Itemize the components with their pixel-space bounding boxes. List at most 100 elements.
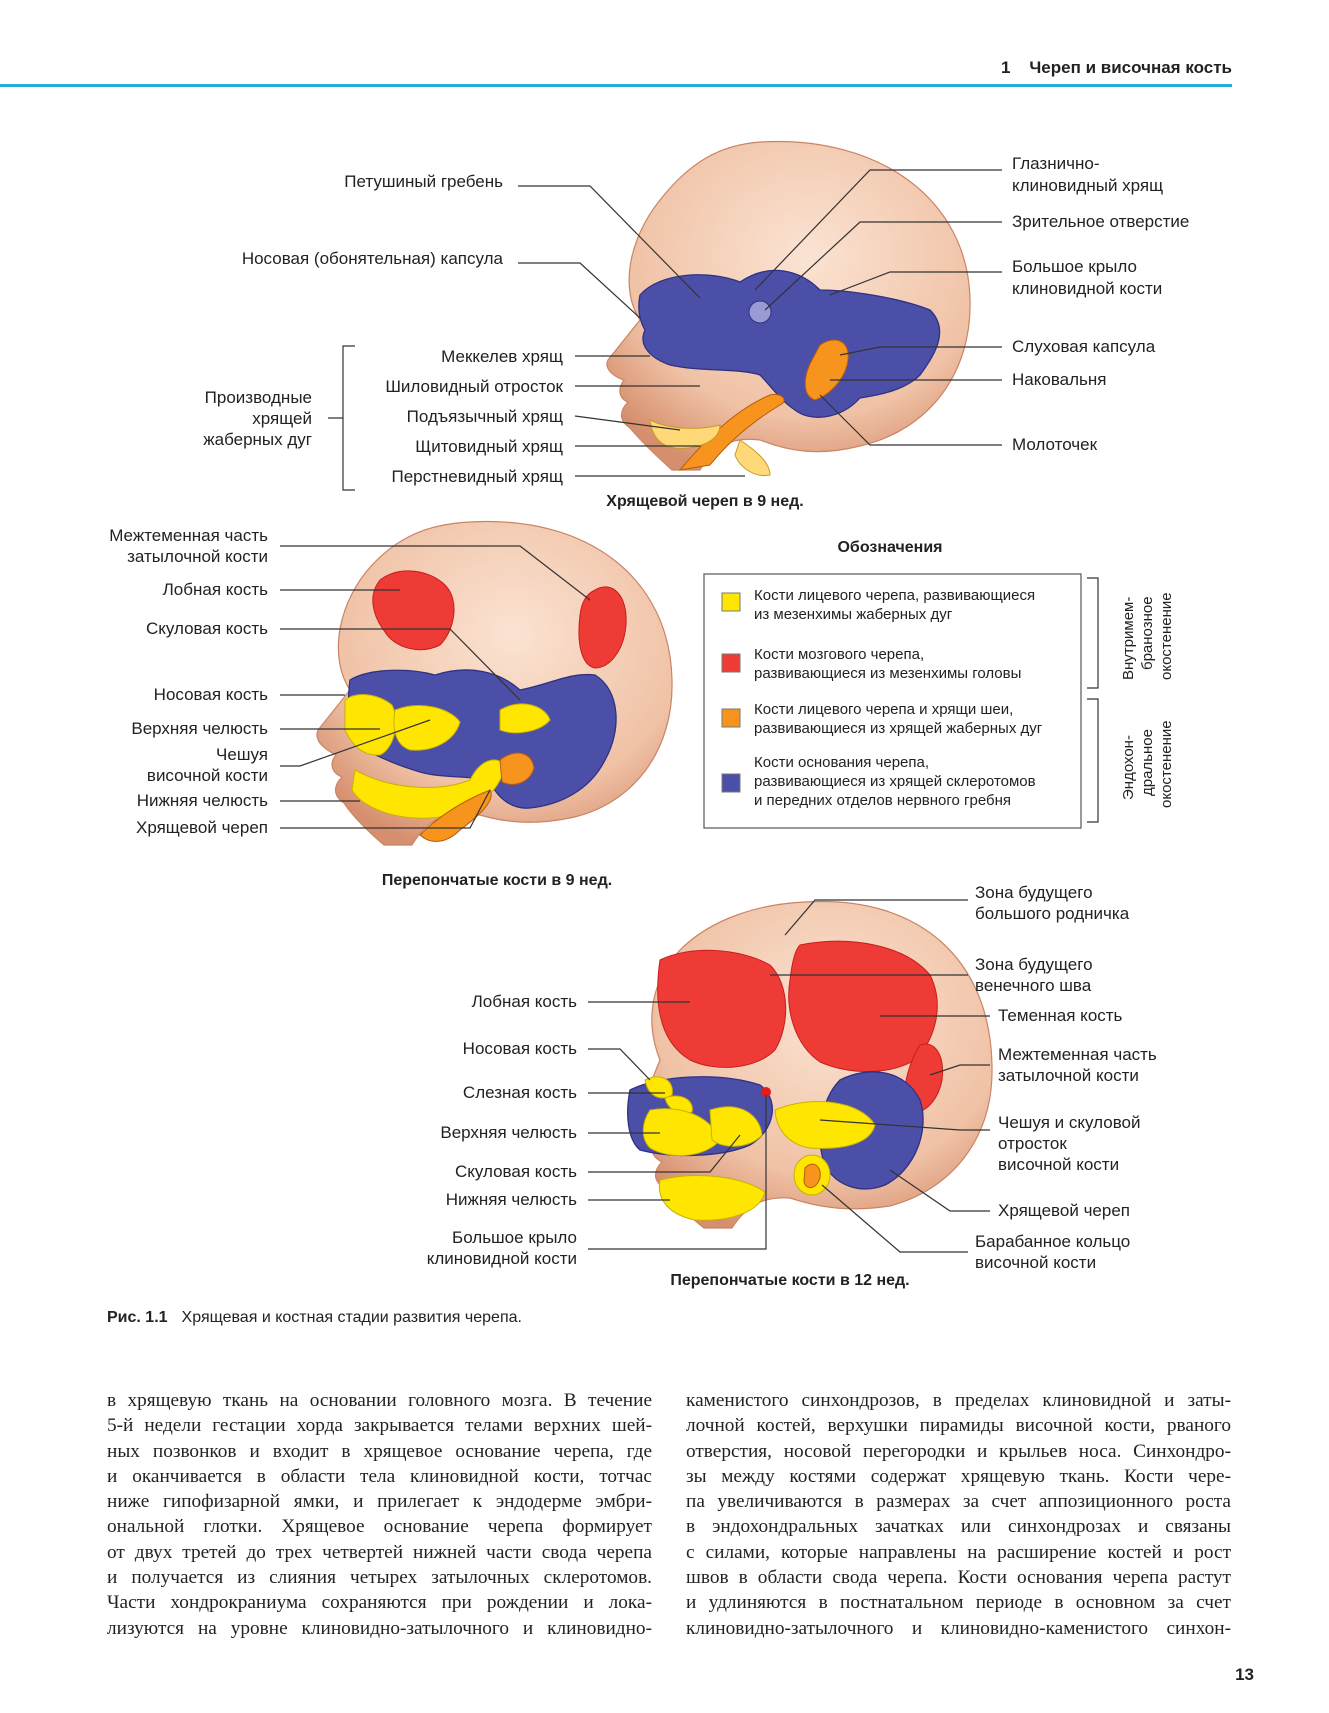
- label-orbitosphenoid-2: клиновидный хрящ: [1012, 176, 1163, 195]
- legend-item-1-line1: Кости лицевого черепа, развивающиеся: [754, 587, 1035, 604]
- chapter-number: 1: [1000, 58, 1011, 77]
- legend-box: Кости лицевого черепа, развивающиеся из …: [703, 573, 1082, 829]
- skull-illustration-membranous-12wk: [627, 900, 993, 1229]
- label-interparietal-12wk-1: Межтеменная часть: [998, 1045, 1157, 1064]
- label-optic-foramen: Зрительное отверстие: [1012, 212, 1189, 231]
- label-interparietal-2: затылочной кости: [127, 547, 268, 566]
- legend-title: Обозначения: [837, 539, 942, 556]
- label-greater-wing-1: Большое крыло: [1012, 257, 1137, 276]
- legend-item-4-line1: Кости основания черепа,: [754, 754, 929, 771]
- skull-illustration-cartilage: [606, 140, 971, 477]
- body-line: от двух третей до трех четвертей нижней …: [107, 1541, 652, 1563]
- label-incus: Наковальня: [1012, 370, 1106, 389]
- figure-caption: Рис. 1.1 Хрящевая и костная стадии развит…: [107, 1309, 522, 1327]
- legend-item-4-line2: развивающиеся из хрящей склеротомов: [754, 773, 1036, 790]
- label-anterior-fontanelle-1: Зона будущего: [975, 883, 1093, 902]
- legend-swatch-red: [721, 653, 741, 673]
- label-tympanic-ring-1: Барабанное кольцо: [975, 1232, 1130, 1251]
- body-column-right: каменистого синхондрозов, в пределах кли…: [686, 1388, 1231, 1641]
- body-column-left: в хрящевую ткань на основании головного …: [107, 1388, 652, 1641]
- body-line: и оканчивается в области тела клиновидно…: [107, 1465, 652, 1487]
- label-squama-1: Чешуя: [216, 745, 268, 764]
- label-thyroid-cartilage: Щитовидный хрящ: [415, 437, 563, 456]
- label-frontal-bone: Лобная кость: [163, 580, 268, 599]
- label-anterior-fontanelle-2: большого родничка: [975, 904, 1130, 923]
- page-number: 13: [1235, 1665, 1254, 1684]
- chapter-title: Череп и височная кость: [1029, 58, 1232, 77]
- body-line: и удлиняются в постнатальном периоде в о…: [686, 1592, 1231, 1614]
- header-rule: [0, 84, 1232, 87]
- label-tympanic-ring-2: височной кости: [975, 1253, 1096, 1272]
- svg-text:бранозное: бранозное: [1139, 596, 1156, 670]
- label-maxilla-12wk: Верхняя челюсть: [440, 1123, 577, 1142]
- body-line: ниже гипофизарной ямки, и прилегает к эн…: [107, 1491, 652, 1513]
- label-maxilla: Верхняя челюсть: [131, 719, 268, 738]
- legend-item-3-line1: Кости лицевого черепа и хрящи шеи,: [754, 701, 1013, 718]
- legend-item-1-line2: из мезенхимы жаберных дуг: [754, 606, 953, 623]
- label-orbitosphenoid-1: Глазнично-: [1012, 154, 1099, 173]
- body-line: в хрящевую ткань на основании головного …: [107, 1390, 652, 1411]
- label-nasal-capsule: Носовая (обонятельная) капсула: [242, 249, 504, 268]
- label-nasal-bone: Носовая кость: [154, 685, 268, 704]
- label-malleus: Молоточек: [1012, 435, 1098, 454]
- label-parietal-bone: Теменная кость: [998, 1006, 1123, 1025]
- legend-side-label-endochondral: Эндохон- дральное окостенение: [1120, 720, 1175, 808]
- svg-text:Производные: Производные: [205, 388, 312, 407]
- label-crista-galli: Петушиный гребень: [344, 172, 503, 191]
- label-zygomatic-12wk: Скуловая кость: [455, 1162, 577, 1181]
- label-branchial-derivatives: Производные хрящей жаберных дуг: [203, 388, 312, 449]
- label-otic-capsule: Слуховая капсула: [1012, 337, 1156, 356]
- running-header: 1 Череп и височная кость: [1001, 58, 1232, 78]
- label-meckel-cartilage: Меккелев хрящ: [441, 347, 563, 366]
- label-interparietal-1: Межтеменная часть: [109, 526, 268, 545]
- label-squama-2: височной кости: [147, 766, 268, 785]
- caption-membranous-12wk: Перепончатые кости в 12 нед.: [670, 1272, 909, 1289]
- svg-text:окостенение: окостенение: [1158, 592, 1175, 680]
- body-line: ных позвонков и входит в хрящевое основа…: [107, 1440, 652, 1462]
- figure-number: Рис. 1.1: [107, 1309, 168, 1326]
- leader-lines-fig3: [588, 899, 990, 1253]
- leader-lines-fig2: [280, 545, 591, 829]
- body-line: Части хондрокраниума сохраняются при рож…: [107, 1592, 652, 1614]
- body-line: па увеличиваются в размерах за счет аппо…: [686, 1491, 1231, 1513]
- body-line: лочной костей, верхушки пирамиды височно…: [686, 1415, 1231, 1437]
- legend-swatch-yellow: [721, 592, 741, 612]
- body-line: лизуются на уровне клиновидно-затылочног…: [107, 1617, 652, 1639]
- legend-bracket-1: [1087, 577, 1099, 689]
- body-line: в эндохондральных зачатках или синхондро…: [686, 1516, 1231, 1538]
- legend-item-3-line2: развивающиеся из хрящей жаберных дуг: [754, 720, 1043, 737]
- label-nasal-bone-12wk: Носовая кость: [463, 1039, 577, 1058]
- body-line: и получается из слияния четырех затылочн…: [107, 1567, 652, 1589]
- caption-membranous-9wk: Перепончатые кости в 9 нед.: [382, 872, 612, 889]
- label-squama-zygomatic-2: отросток: [998, 1134, 1067, 1153]
- svg-text:Внутримем-: Внутримем-: [1120, 597, 1137, 680]
- label-lacrimal-bone: Слезная кость: [463, 1083, 577, 1102]
- label-interparietal-12wk-2: затылочной кости: [998, 1066, 1139, 1085]
- leader-lines-fig1: [518, 169, 1002, 477]
- legend-side-label-intramembranous: Внутримем- бранозное окостенение: [1120, 592, 1175, 680]
- body-line: зы между костями содержат хрящевую ткань…: [686, 1465, 1231, 1487]
- label-chondrocranium: Хрящевой череп: [136, 818, 268, 837]
- label-coronal-suture-2: венечного шва: [975, 976, 1092, 995]
- legend-item-2-line1: Кости мозгового черепа,: [754, 646, 924, 663]
- body-line: с силами, которые направлены на расширен…: [686, 1541, 1231, 1563]
- label-greater-wing-12wk-1: Большое крыло: [452, 1228, 577, 1247]
- body-line: каменистого синхондрозов, в пределах кли…: [686, 1390, 1231, 1411]
- bracket-branchial: [328, 345, 355, 491]
- label-chondrocranium-12wk: Хрящевой череп: [998, 1201, 1130, 1220]
- label-hyoid-cartilage: Подъязычный хрящ: [407, 407, 563, 426]
- figure-1-1: Хрящевой череп в 9 нед. Петушиный гребен…: [109, 140, 1189, 1289]
- skull-illustration-membranous-9wk: [316, 520, 673, 846]
- legend-item-4-line3: и передних отделов нервного гребня: [754, 792, 1011, 809]
- legend-swatch-orange: [721, 708, 741, 728]
- body-line: 5-й недели гестации хорда закрывается те…: [107, 1415, 652, 1437]
- figure-caption-text: Хрящевая и костная стадии развития череп…: [181, 1309, 522, 1326]
- svg-text:окостенение: окостенение: [1158, 720, 1175, 808]
- legend-swatch-blue: [721, 773, 741, 793]
- label-mandible-12wk: Нижняя челюсть: [446, 1190, 577, 1209]
- label-greater-wing-2: клиновидной кости: [1012, 279, 1162, 298]
- label-squama-zygomatic-1: Чешуя и скуловой: [998, 1113, 1141, 1132]
- label-greater-wing-12wk-2: клиновидной кости: [427, 1249, 577, 1268]
- svg-text:дральное: дральное: [1139, 729, 1156, 796]
- label-cricoid-cartilage: Перстневидный хрящ: [392, 467, 564, 486]
